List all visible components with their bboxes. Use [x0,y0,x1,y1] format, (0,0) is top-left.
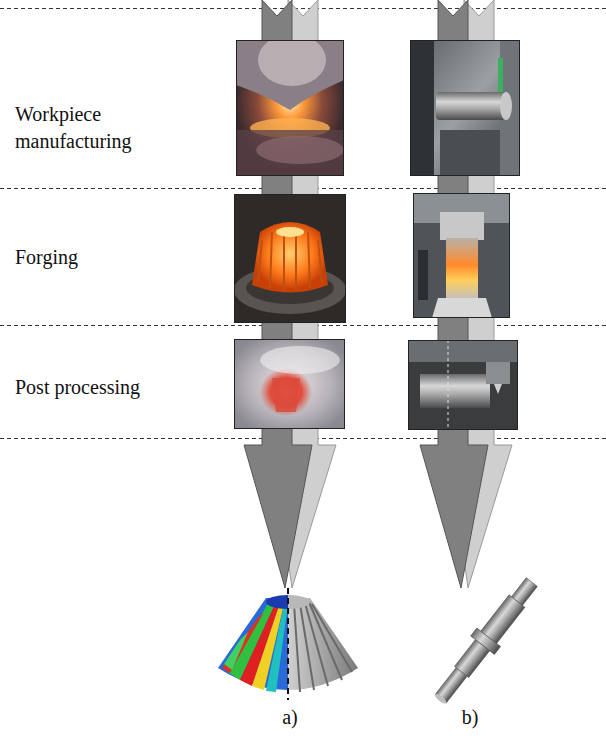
photo-frame [409,341,518,430]
variant-label: a) [282,704,298,731]
row-label: Post processing [15,374,205,401]
forging-photo [413,193,510,318]
photo-frame [237,41,344,176]
row-separators [0,9,606,439]
photo-frame [235,340,345,429]
turning-photo [408,340,518,430]
row-label: Forging [15,244,205,271]
photo-frame [411,41,520,176]
heating-photo [236,40,344,176]
forging-photo [234,194,346,323]
bevel-gear [218,588,358,700]
cutting-photo [410,40,520,176]
variant-label: b) [462,704,479,731]
cooling-photo [234,339,345,429]
row-label: Workpiece manufacturing [15,101,205,155]
shaft-part [427,573,543,710]
photo-frame [414,194,510,318]
photo-frame [235,195,346,323]
